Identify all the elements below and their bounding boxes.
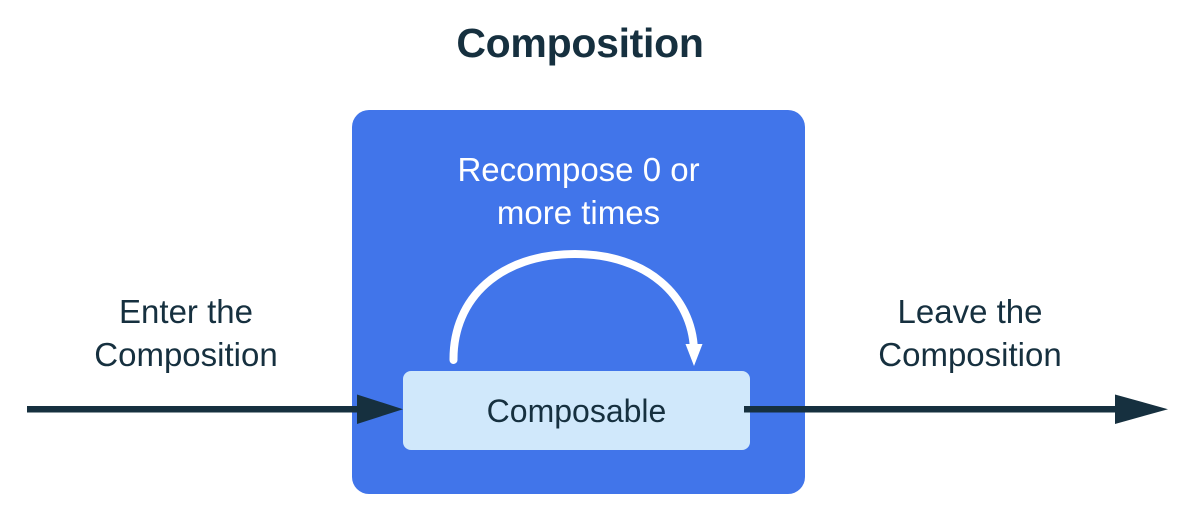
arrow-right-icon bbox=[27, 394, 403, 424]
page-title: Composition bbox=[456, 20, 704, 66]
leave-composition-label: Leave the Composition bbox=[812, 290, 1128, 376]
composable-label: Composable bbox=[486, 392, 667, 429]
enter-composition-label-line-2: Composition bbox=[94, 336, 278, 374]
recompose-caption: Recompose 0 or more times bbox=[372, 148, 785, 234]
recompose-caption-line-1: Recompose 0 or bbox=[457, 151, 700, 188]
enter-composition-label-line-1: Enter the bbox=[119, 293, 253, 330]
enter-composition-label: Enter the Composition bbox=[28, 290, 344, 376]
arrow-right-icon bbox=[744, 394, 1168, 424]
recompose-caption-line-2: more times bbox=[496, 194, 661, 232]
leave-composition-label-line-1: Leave the bbox=[897, 293, 1043, 330]
leave-composition-label-line-2: Composition bbox=[878, 336, 1062, 374]
composable-node: Composable bbox=[403, 371, 750, 450]
curved-loop-arrow-icon bbox=[449, 249, 703, 366]
